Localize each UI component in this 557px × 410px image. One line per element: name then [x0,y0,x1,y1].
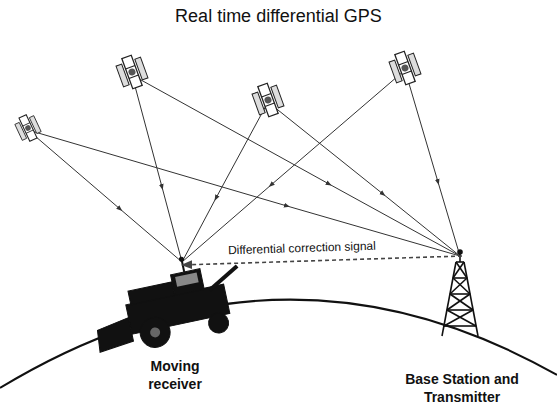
satellite [250,81,285,120]
satellite [114,53,149,92]
edge-label: Differential correction signal [226,239,378,258]
combine-harvester [84,246,250,359]
diagram-title: Real time differential GPS [0,6,557,27]
node-label: Base Station and Transmitter [404,370,520,406]
base-station-node: Base Station and Transmitter [400,256,524,406]
satellite-signals [28,70,460,262]
node-label: Moving receiver [138,357,212,393]
receiver-node: Moving receiver [105,265,245,393]
transmitter-tower [442,250,478,336]
satellite [13,112,43,144]
satellite [387,49,422,88]
correction-signal [182,256,462,265]
